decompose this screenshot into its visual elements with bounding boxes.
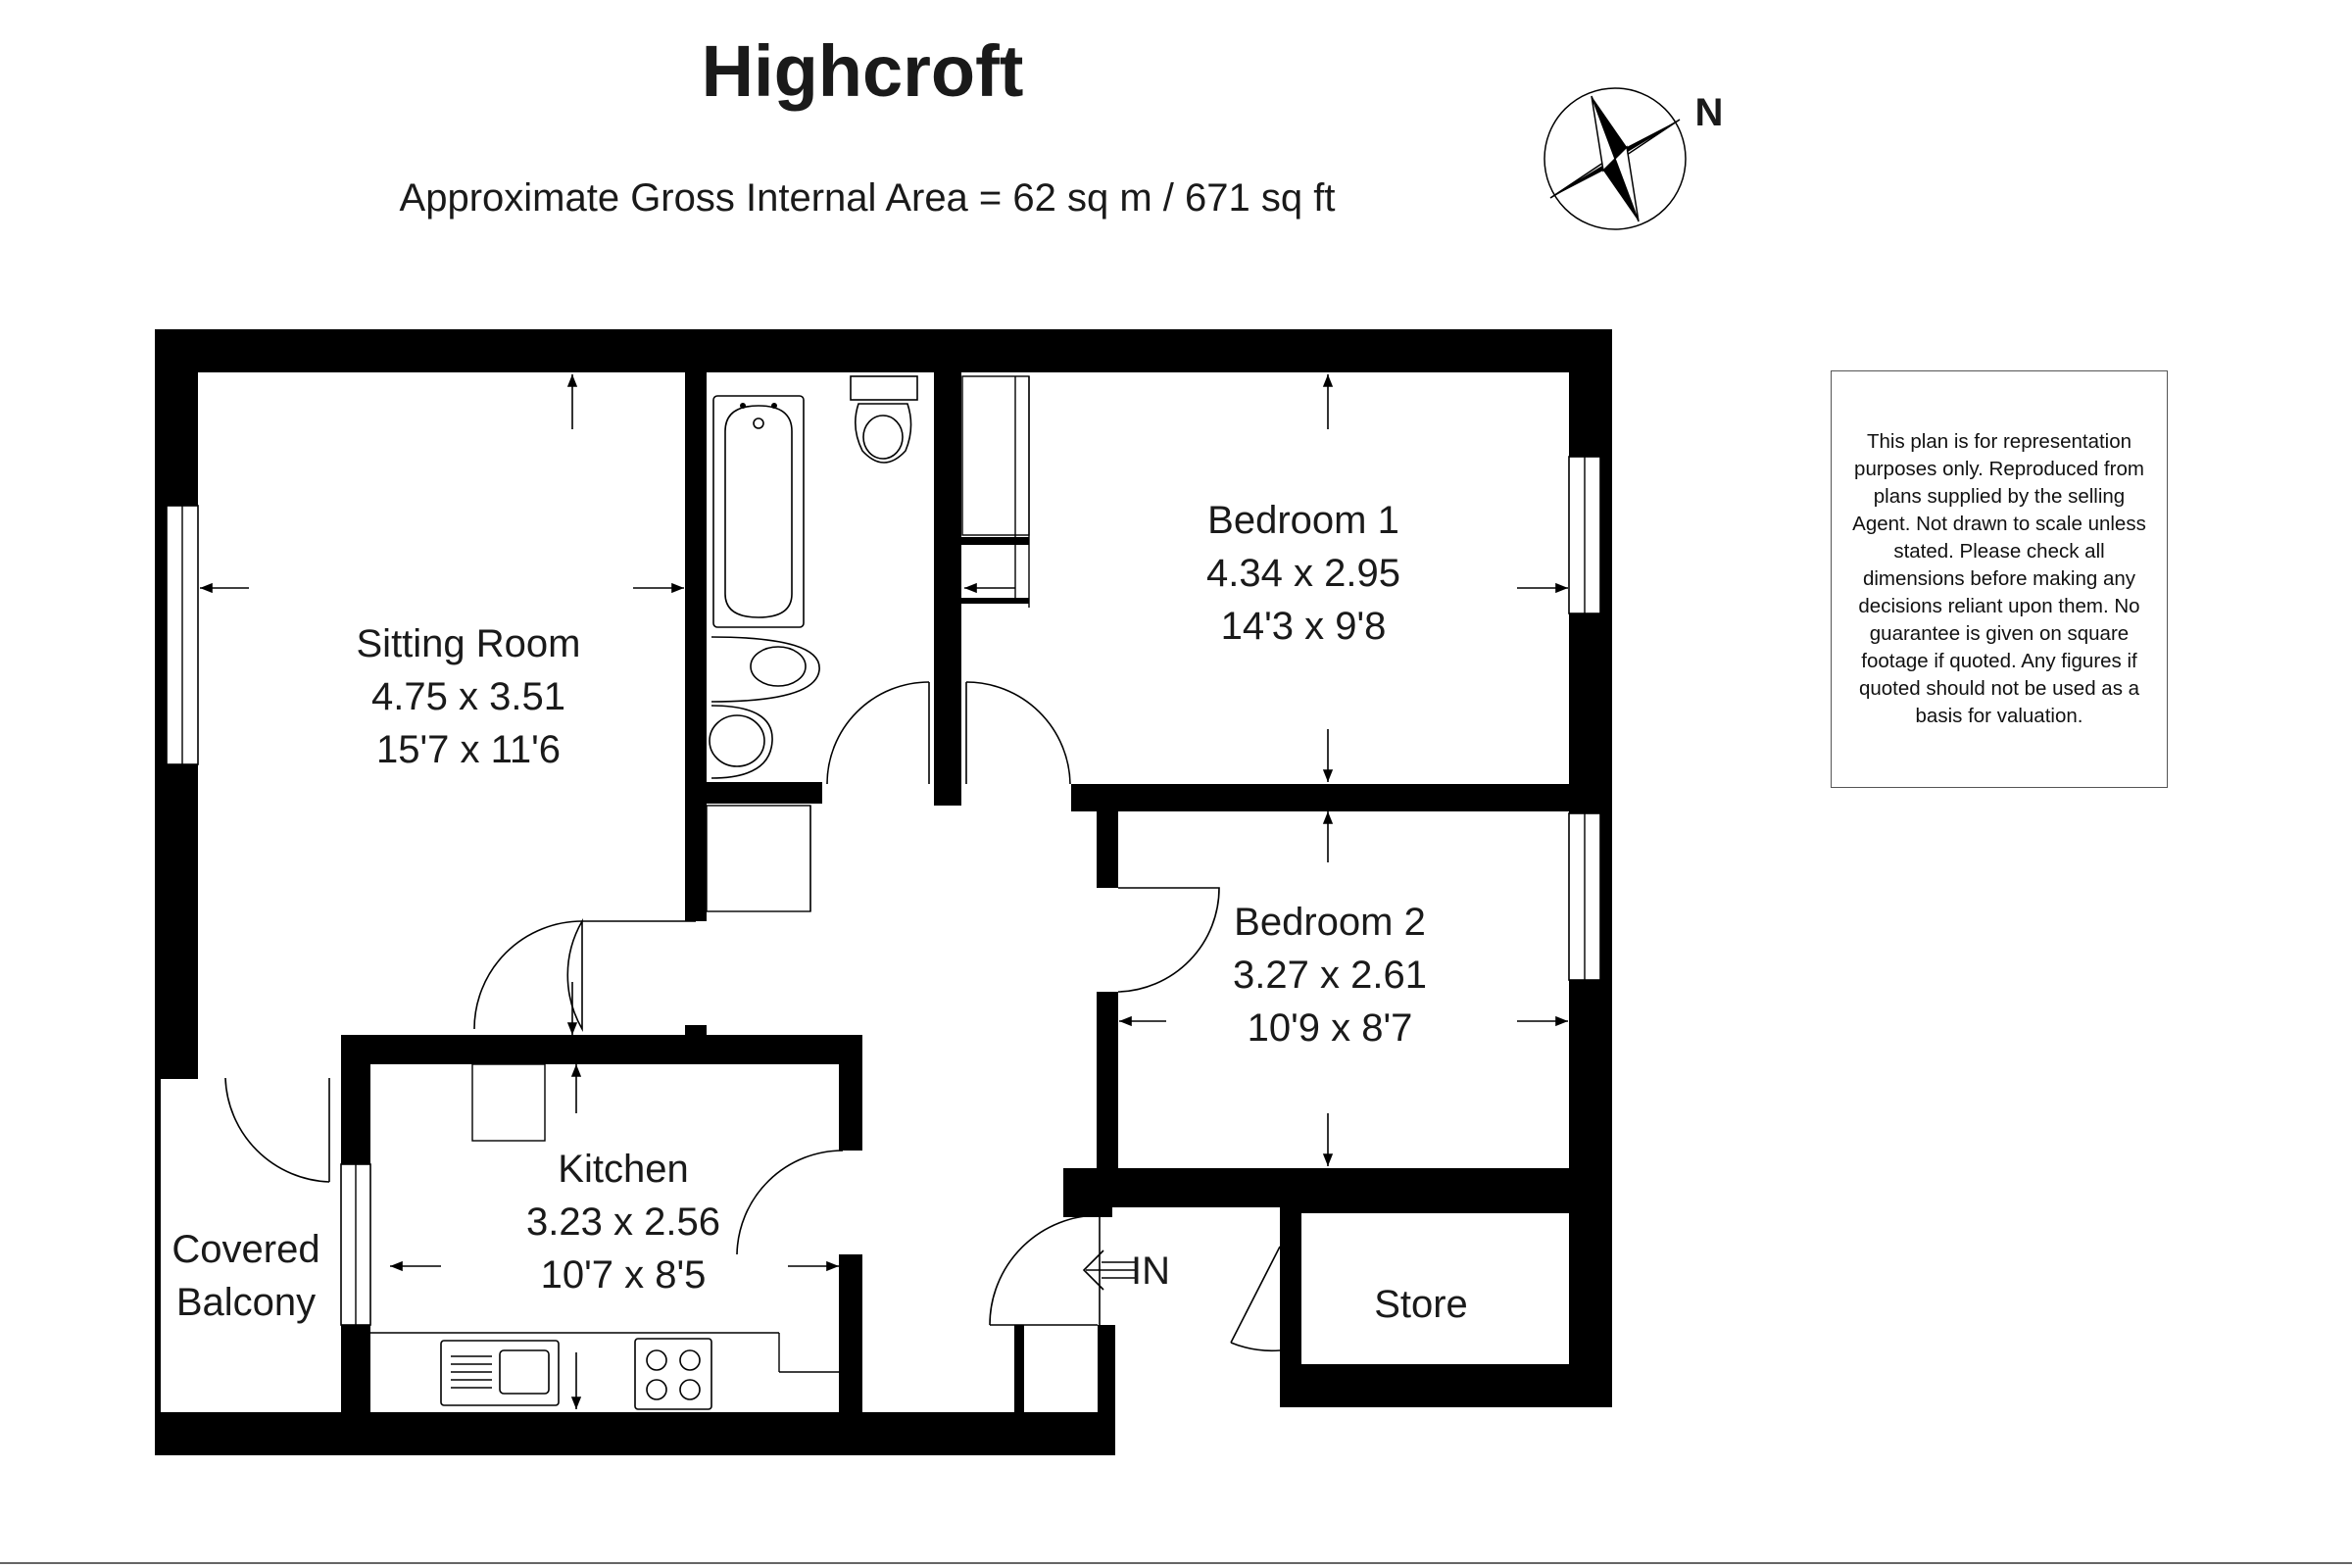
store-name: Store <box>1374 1283 1468 1326</box>
disclaimer-text: This plan is for representation purposes… <box>1852 430 2146 727</box>
closets <box>706 375 1030 912</box>
compass-rose-icon <box>1544 87 1687 230</box>
interior-walls <box>341 368 1612 1421</box>
entrance-label: IN <box>1131 1250 1170 1293</box>
sitting-room-imperial: 15'7 x 11'6 <box>376 728 561 771</box>
kitchen-name: Kitchen <box>558 1148 688 1191</box>
kitchen-fixtures <box>370 1063 839 1410</box>
kitchen-imperial: 10'7 x 8'5 <box>541 1253 707 1297</box>
bedroom-1-name: Bedroom 1 <box>1207 499 1399 542</box>
bedroom-2-name: Bedroom 2 <box>1234 901 1426 944</box>
balcony-label-line-1: Covered <box>172 1228 319 1271</box>
bedroom-2-metric: 3.27 x 2.61 <box>1233 954 1427 997</box>
sitting-room-metric: 4.75 x 3.51 <box>371 675 565 718</box>
disclaimer-panel: This plan is for representation purposes… <box>1831 370 2168 788</box>
room-bedroom-1: Bedroom 1 4.34 x 2.95 14'3 x 9'8 <box>1206 499 1400 648</box>
room-sitting-room: Sitting Room 4.75 x 3.51 15'7 x 11'6 <box>357 622 581 771</box>
room-kitchen: Kitchen 3.23 x 2.56 10'7 x 8'5 <box>526 1148 720 1297</box>
dimension-arrows <box>200 374 1568 1409</box>
compass-north-label: N <box>1695 91 1724 134</box>
balcony-label-line-2: Balcony <box>176 1281 316 1324</box>
entrance-arrow-icon <box>1082 1250 1137 1291</box>
bedroom-1-metric: 4.34 x 2.95 <box>1206 552 1400 595</box>
room-covered-balcony: Covered Balcony <box>172 1228 319 1324</box>
room-bedroom-2: Bedroom 2 3.27 x 2.61 10'9 x 8'7 <box>1233 901 1427 1050</box>
windows <box>166 456 1601 1326</box>
room-store: Store <box>1374 1283 1468 1326</box>
bathroom-fixtures <box>709 375 918 779</box>
bedroom-2-imperial: 10'9 x 8'7 <box>1248 1006 1413 1050</box>
bedroom-1-imperial: 14'3 x 9'8 <box>1221 605 1387 648</box>
kitchen-metric: 3.23 x 2.56 <box>526 1200 720 1244</box>
gross-area-subtitle: Approximate Gross Internal Area = 62 sq … <box>400 176 1336 220</box>
footer-divider <box>0 1562 2352 1564</box>
plan-title: Highcroft <box>702 30 1024 112</box>
sitting-room-name: Sitting Room <box>357 622 581 665</box>
doors <box>224 681 1281 1352</box>
